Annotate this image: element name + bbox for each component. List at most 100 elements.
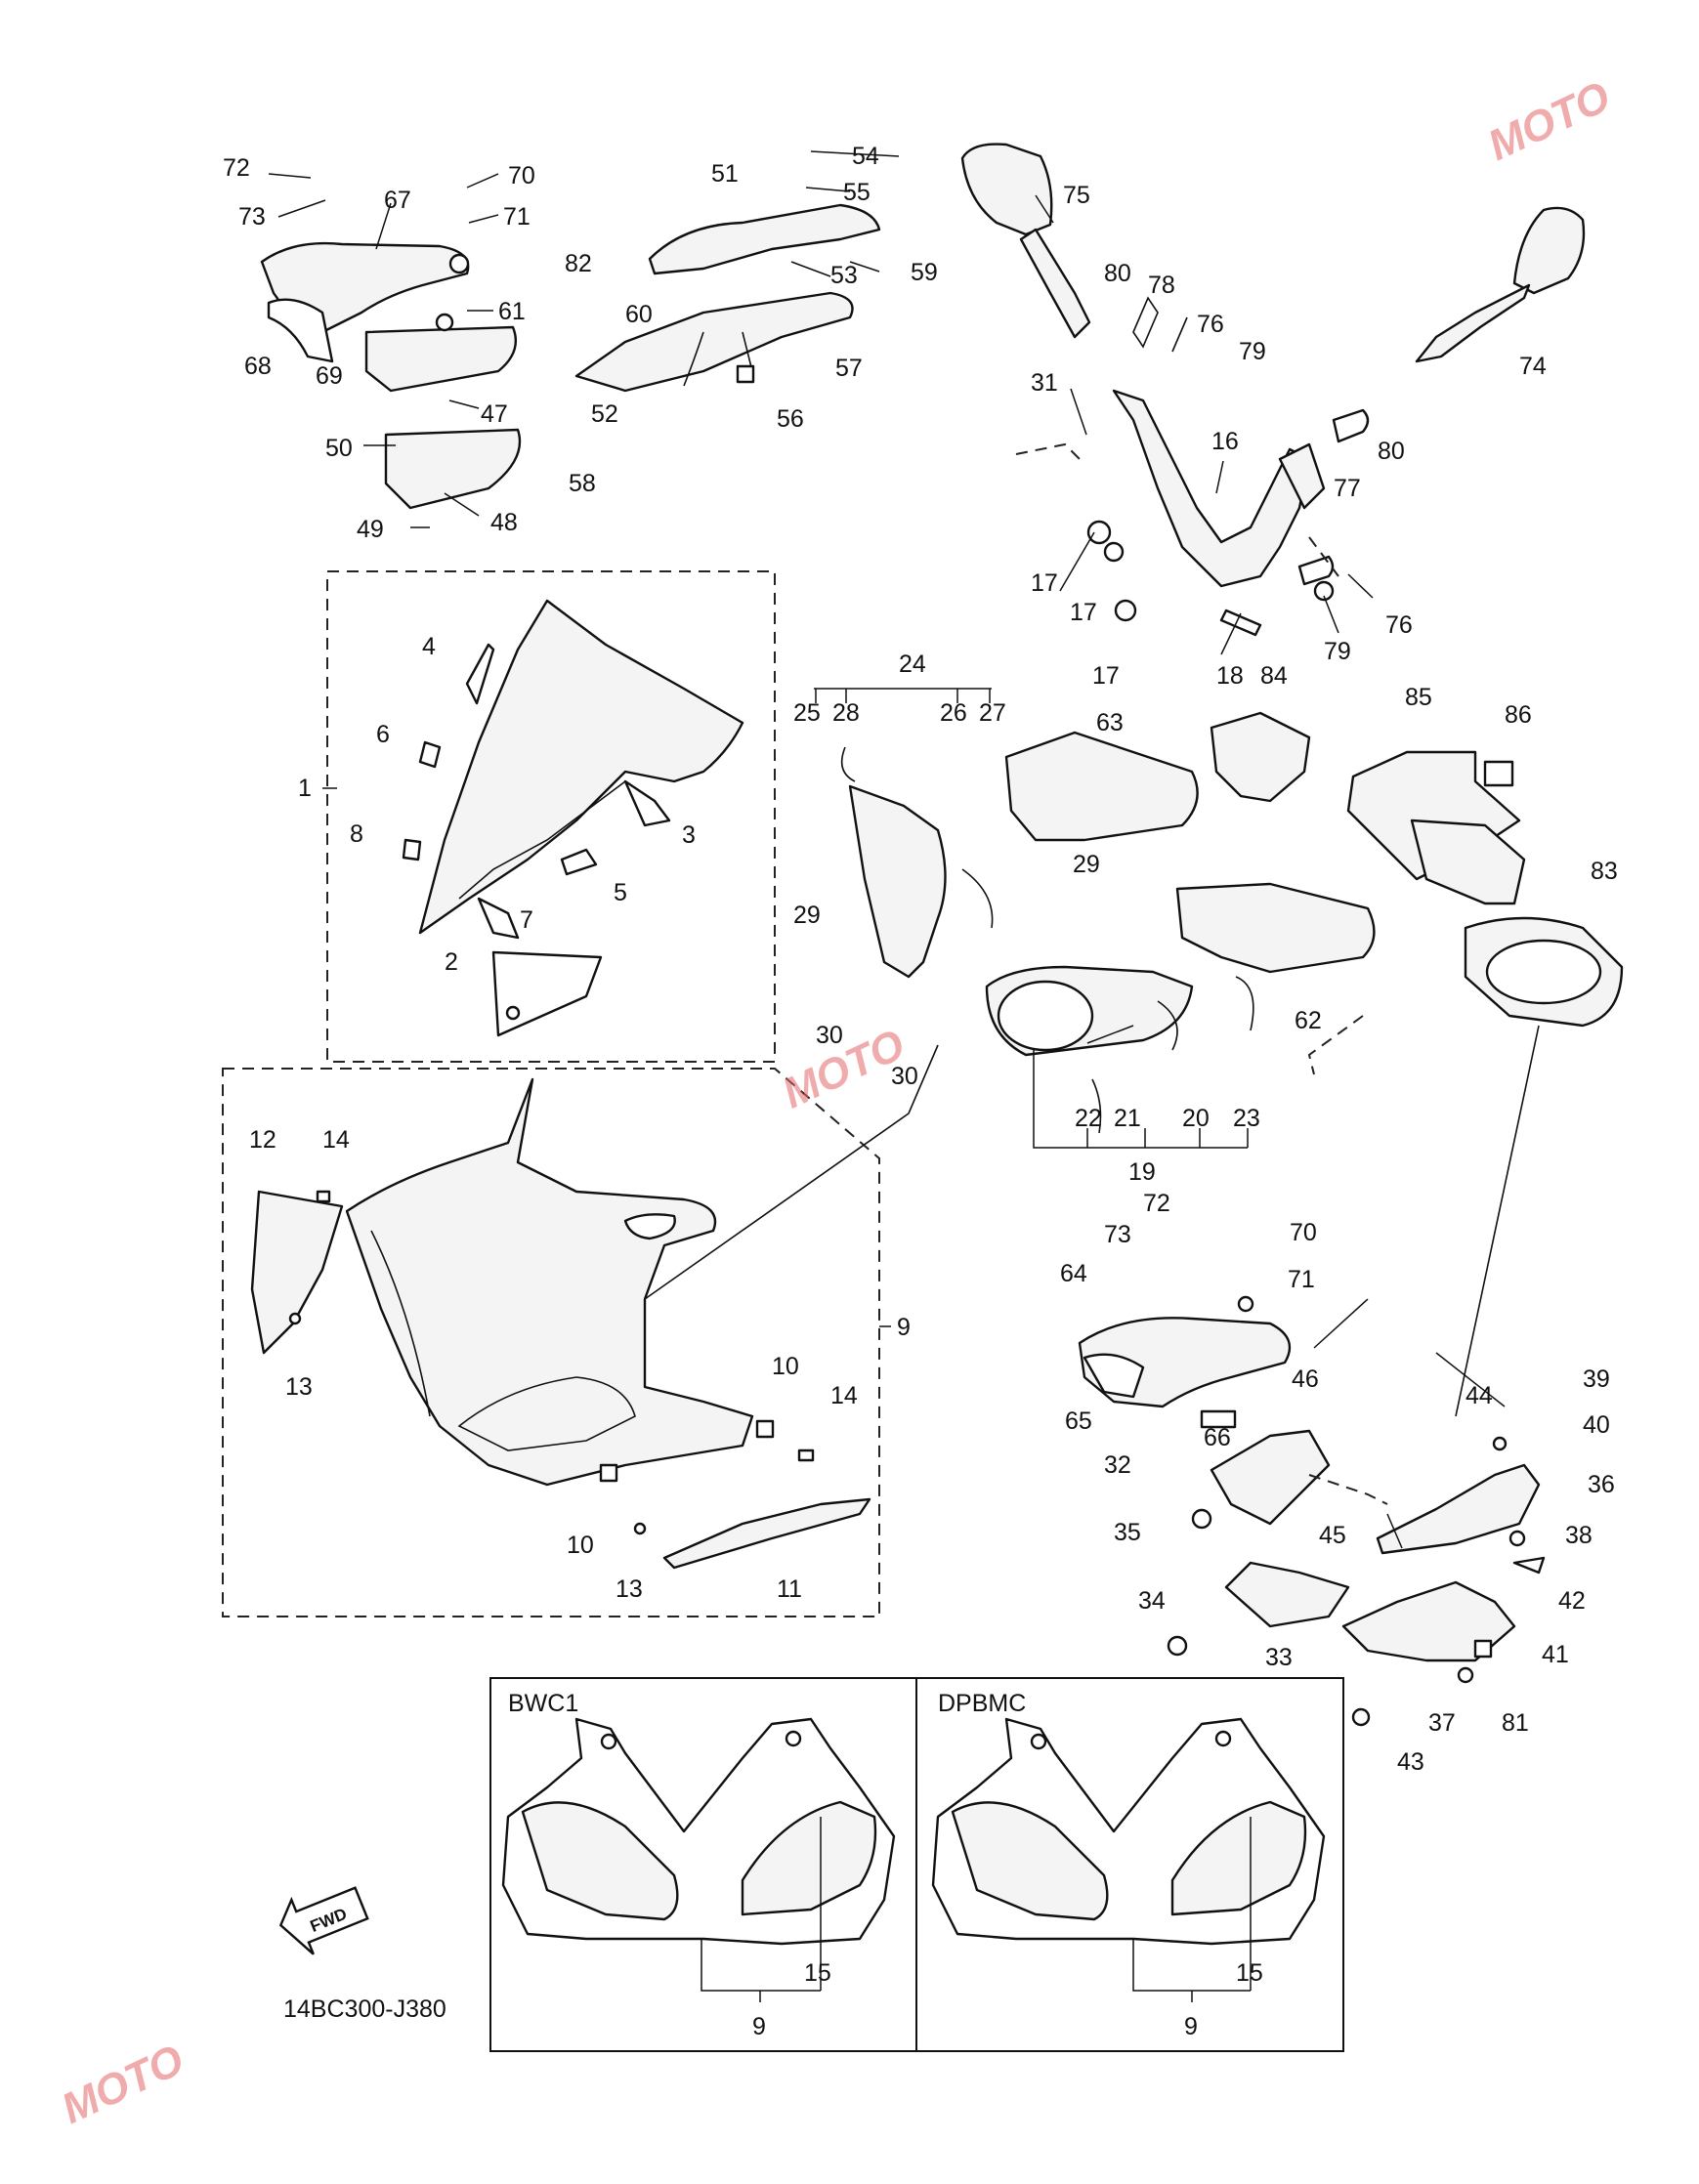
label-62: 62 <box>1295 1007 1322 1034</box>
label-22: 22 <box>1075 1105 1102 1132</box>
label-52: 52 <box>591 400 618 428</box>
label-43: 43 <box>1397 1748 1424 1776</box>
forward-direction-arrow: FWD <box>278 1886 369 1955</box>
label-1: 1 <box>298 775 312 802</box>
label-10a: 10 <box>772 1353 799 1380</box>
label-30b: 30 <box>891 1063 918 1090</box>
bwc1-label-15: 15 <box>804 1959 831 1987</box>
label-57: 57 <box>835 355 863 382</box>
label-46: 46 <box>1292 1365 1319 1393</box>
label-4: 4 <box>422 633 436 660</box>
label-40: 40 <box>1583 1411 1610 1439</box>
label-27: 27 <box>979 699 1006 727</box>
svg-text:MOTO: MOTO <box>55 2036 191 2133</box>
label-23: 23 <box>1233 1105 1260 1132</box>
label-80a: 80 <box>1104 260 1131 287</box>
leader-lines <box>268 150 1506 1549</box>
label-10b: 10 <box>567 1532 594 1559</box>
color-variants-box: BWC1 DPBMC 15 9 15 9 <box>489 1677 1344 2052</box>
part-labels: 72 73 67 70 71 61 68 69 47 50 48 49 54 5… <box>223 143 1618 1776</box>
label-77: 77 <box>1334 475 1361 502</box>
label-21: 21 <box>1114 1105 1141 1132</box>
watermark-top-right: MOTO <box>1481 72 1618 170</box>
label-5: 5 <box>614 879 627 906</box>
label-13b: 13 <box>616 1575 643 1603</box>
label-84: 84 <box>1260 662 1288 690</box>
label-73: 73 <box>238 203 266 231</box>
label-64: 64 <box>1060 1260 1087 1287</box>
windscreen <box>402 599 744 1037</box>
label-83: 83 <box>1591 858 1618 885</box>
label-42: 42 <box>1558 1587 1586 1615</box>
label-45: 45 <box>1319 1522 1346 1549</box>
label-71: 71 <box>503 203 531 231</box>
label-51: 51 <box>711 160 739 188</box>
label-34: 34 <box>1138 1587 1166 1615</box>
label-25: 25 <box>793 699 821 727</box>
windscreen-group-box <box>326 570 776 1063</box>
label-48: 48 <box>490 509 518 536</box>
label-29a: 29 <box>1073 851 1100 878</box>
label-69: 69 <box>316 362 343 390</box>
label-49: 49 <box>357 516 384 543</box>
label-67: 67 <box>384 187 411 214</box>
label-14b: 14 <box>830 1382 858 1409</box>
group-brackets <box>322 442 1540 1505</box>
label-26: 26 <box>940 699 967 727</box>
variant-code-dpbmc: DPBMC <box>938 1690 1026 1717</box>
label-8: 8 <box>350 820 363 848</box>
label-61: 61 <box>498 298 526 325</box>
upper-cowling <box>250 1077 871 1570</box>
label-7: 7 <box>520 906 533 934</box>
label-41: 41 <box>1542 1641 1569 1668</box>
watermark-bottom-left: MOTO <box>55 2036 191 2133</box>
label-79a: 79 <box>1239 338 1266 365</box>
label-53: 53 <box>830 262 858 289</box>
svg-text:MOTO: MOTO <box>776 1021 913 1118</box>
label-79b: 79 <box>1324 638 1351 665</box>
label-47: 47 <box>481 400 508 428</box>
rear-view-mirrors <box>960 143 1586 363</box>
label-78: 78 <box>1148 272 1175 299</box>
label-31: 31 <box>1031 369 1058 397</box>
label-16: 16 <box>1211 428 1239 455</box>
label-71b: 71 <box>1288 1266 1315 1293</box>
label-75: 75 <box>1063 182 1090 209</box>
label-38: 38 <box>1565 1522 1593 1549</box>
label-76a: 76 <box>1197 311 1224 338</box>
front-cowl-bwc1 <box>501 1717 896 1946</box>
label-24: 24 <box>899 651 926 678</box>
label-39: 39 <box>1583 1365 1610 1393</box>
air-ducts <box>840 711 1624 1134</box>
label-73b: 73 <box>1104 1221 1131 1248</box>
label-80b: 80 <box>1378 438 1405 465</box>
label-65: 65 <box>1065 1407 1092 1435</box>
label-54: 54 <box>852 143 879 170</box>
label-81: 81 <box>1502 1709 1529 1737</box>
label-3: 3 <box>682 821 696 849</box>
label-17c: 17 <box>1092 662 1120 690</box>
label-58: 58 <box>569 470 596 497</box>
label-44: 44 <box>1465 1382 1493 1409</box>
lower-duct-covers <box>1078 1295 1546 1727</box>
label-72b: 72 <box>1143 1190 1170 1217</box>
label-19: 19 <box>1128 1158 1156 1186</box>
label-32: 32 <box>1104 1451 1131 1479</box>
label-37: 37 <box>1428 1709 1456 1737</box>
label-55: 55 <box>843 179 871 206</box>
label-36: 36 <box>1588 1471 1615 1498</box>
upper-cowling-group-box <box>222 1068 880 1617</box>
label-6: 6 <box>376 721 390 748</box>
cowling-stay <box>1086 296 1370 637</box>
label-68: 68 <box>244 353 272 380</box>
diagram-code: 14BC300-J380 <box>283 1995 446 2023</box>
label-13a: 13 <box>285 1373 313 1401</box>
label-12: 12 <box>249 1126 276 1154</box>
label-33: 33 <box>1265 1644 1293 1671</box>
label-17a: 17 <box>1031 569 1058 597</box>
label-85: 85 <box>1405 684 1432 711</box>
watermark-center: MOTO <box>776 1021 913 1118</box>
label-63: 63 <box>1096 709 1124 736</box>
label-20: 20 <box>1182 1105 1210 1132</box>
